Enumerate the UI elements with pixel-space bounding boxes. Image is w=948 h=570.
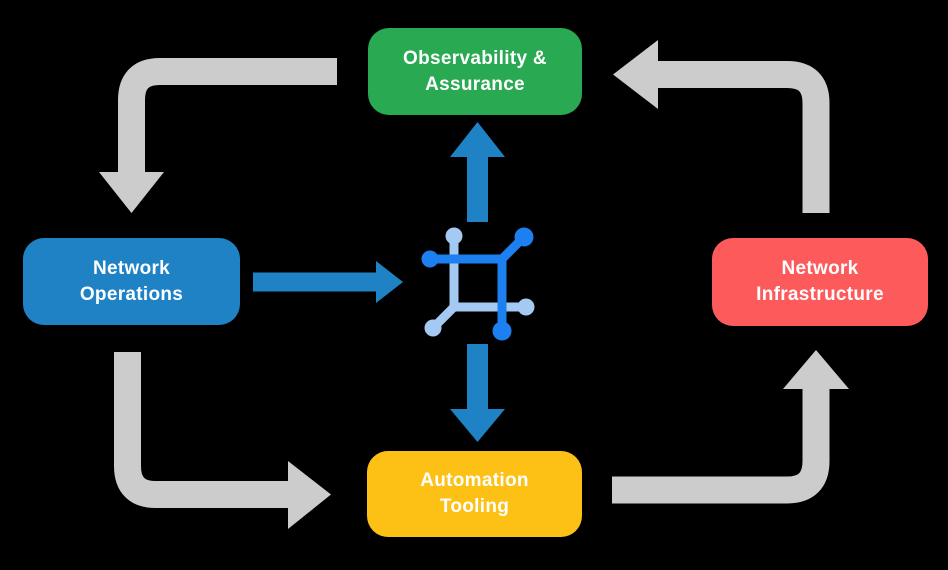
node-network-infrastructure: Network Infrastructure bbox=[712, 238, 928, 326]
arrow-observability-to-operations bbox=[99, 58, 337, 213]
arrow-operations-to-hub bbox=[253, 261, 403, 303]
node-label-line: Operations bbox=[79, 283, 184, 305]
arrow-hub-to-automation bbox=[450, 344, 505, 442]
arrow-automation-to-infrastructure bbox=[612, 350, 849, 504]
arrow-operations-to-automation bbox=[114, 352, 331, 529]
node-automation-tooling: Automation Tooling bbox=[367, 451, 582, 537]
node-label-line: Tooling bbox=[439, 496, 510, 517]
arrow-infrastructure-to-observability bbox=[613, 40, 830, 213]
network-hub-icon-light-branches bbox=[424, 227, 535, 337]
node-label-line: Observability & bbox=[403, 47, 547, 69]
node-label-line: Network bbox=[92, 257, 171, 279]
node-observability-assurance: Observability & Assurance bbox=[368, 28, 582, 115]
node-label-line: Infrastructure bbox=[756, 284, 884, 305]
node-label-line: Automation bbox=[420, 470, 529, 491]
node-label-line: Network bbox=[781, 258, 859, 279]
node-label-line: Assurance bbox=[425, 73, 525, 95]
network-hub-icon bbox=[421, 227, 535, 341]
network-hub-icon-dark-branches bbox=[421, 227, 534, 341]
node-network-operations: Network Operations bbox=[23, 238, 240, 325]
arrow-hub-to-observability bbox=[450, 122, 505, 222]
